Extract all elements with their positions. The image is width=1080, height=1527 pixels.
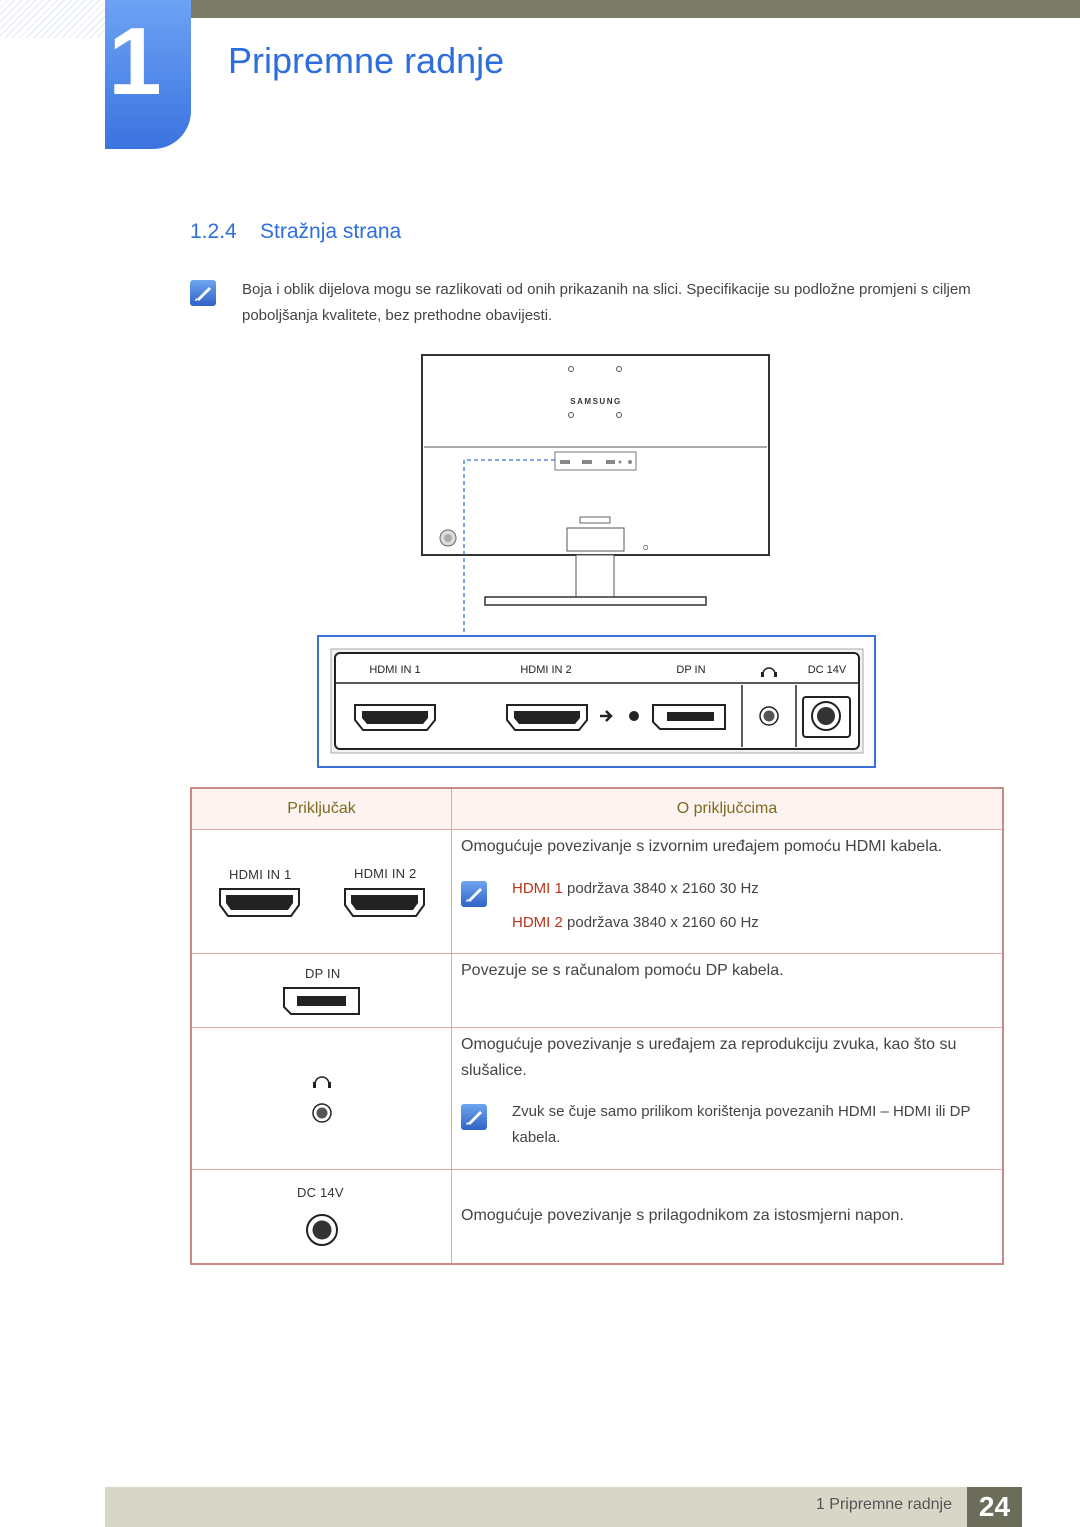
connector-cell: DC 14V xyxy=(190,1169,452,1264)
vesa-hole xyxy=(568,412,574,418)
dp-port-inner xyxy=(667,712,714,721)
footer-bar xyxy=(105,1487,967,1527)
section-title: Stražnja strana xyxy=(260,220,402,243)
headphone-port-icon xyxy=(312,1076,332,1123)
port-panel xyxy=(334,652,860,750)
footer-chapter-label: 1 Pripremne radnje xyxy=(815,1496,952,1513)
monitor-rear-figure: SAMSUNG O HDMI IN 1 HDMI IN 2 DP IN DC 1… xyxy=(317,354,876,768)
chapter-tab: 1 xyxy=(105,0,191,149)
connector-table: Priključak O priključcima HDMI IN 1 HDMI… xyxy=(190,787,1004,1265)
lock-symbol: O xyxy=(643,545,649,552)
headphone-jack-inner xyxy=(763,710,775,722)
chapter-title: Pripremne radnje xyxy=(228,40,505,81)
hdmi1-spec: podržava 3840 x 2160 30 Hz xyxy=(562,880,759,897)
vesa-hole xyxy=(616,366,622,372)
connector-cell: DP IN xyxy=(190,953,452,1028)
hdmi2-label: HDMI 2 xyxy=(512,914,563,931)
dp-description: Povezuje se s računalom pomoću DP kabela… xyxy=(461,962,784,979)
hdmi-port-1-inner xyxy=(362,711,428,724)
description-cell: Omogućuje povezivanje s izvornim uređaje… xyxy=(451,829,1004,954)
chapter-number: 1 xyxy=(108,8,162,115)
table-row: Omogućuje povezivanje s uređajem za repr… xyxy=(190,1027,1004,1170)
audio-description: Omogućuje povezivanje s uređajem za repr… xyxy=(461,1036,957,1079)
hdmi1-note: HDMI 1 podržava 3840 x 2160 30 Hz xyxy=(512,876,759,902)
corner-hatch-decoration xyxy=(0,0,105,38)
port-label-hdmi2: HDMI IN 2 xyxy=(354,866,417,881)
hdmi2-spec: podržava 3840 x 2160 60 Hz xyxy=(562,914,759,931)
hdmi-ports-icon xyxy=(219,888,425,917)
port-label-dp: DP IN xyxy=(305,966,341,981)
joystick-button-center xyxy=(444,534,452,542)
panel-label-dp: DP IN xyxy=(676,664,705,676)
panel-label-hdmi1: HDMI IN 1 xyxy=(369,664,420,676)
page-number: 24 xyxy=(967,1487,1022,1527)
dc-description: Omogućuje povezivanje s prilagodnikom za… xyxy=(461,1207,904,1224)
intro-note-text: Boja i oblik dijelova mogu se razlikovat… xyxy=(242,281,971,324)
table-header-description: O priključcima xyxy=(451,787,1004,830)
header-bar xyxy=(190,0,1080,18)
mini-port xyxy=(628,460,632,464)
note-icon xyxy=(190,280,216,306)
stand-neck xyxy=(575,554,615,598)
dc-port-inner xyxy=(817,707,835,725)
mini-port-panel xyxy=(554,451,637,471)
mini-port xyxy=(618,460,622,464)
hdmi-port-2-inner xyxy=(514,711,580,724)
mini-port xyxy=(582,460,592,464)
dp-port-icon xyxy=(283,987,360,1015)
dc-port-icon xyxy=(306,1214,338,1246)
hdmi1-label: HDMI 1 xyxy=(512,880,563,897)
table-row: DC 14V Omogućuje povezivanje s prilagodn… xyxy=(190,1169,1004,1264)
note-icon xyxy=(461,1104,487,1130)
connector-cell xyxy=(190,1027,452,1170)
stand-neck-top xyxy=(566,527,625,552)
vesa-hole xyxy=(568,366,574,372)
table-header-connector: Priključak xyxy=(190,787,452,830)
vesa-hole xyxy=(616,412,622,418)
description-cell: Omogućuje povezivanje s uređajem za repr… xyxy=(451,1027,1004,1170)
stand-base xyxy=(484,596,707,606)
mini-port xyxy=(560,460,570,464)
port-label-hdmi1: HDMI IN 1 xyxy=(229,867,292,882)
mini-port xyxy=(606,460,615,464)
connector-cell: HDMI IN 1 HDMI IN 2 xyxy=(190,829,452,954)
description-cell: Omogućuje povezivanje s prilagodnikom za… xyxy=(451,1169,1004,1264)
dp-arrow-icon xyxy=(600,710,613,722)
port-label-dc: DC 14V xyxy=(297,1185,344,1200)
hdmi-description: Omogućuje povezivanje s izvornim uređaje… xyxy=(461,838,943,855)
dp-dot-icon xyxy=(629,711,639,721)
section-number: 1.2.4 xyxy=(190,220,237,243)
table-row: DP IN Povezuje se s računalom pomoću DP … xyxy=(190,953,1004,1028)
description-cell: Povezuje se s računalom pomoću DP kabela… xyxy=(451,953,1004,1028)
panel-label-dc: DC 14V xyxy=(808,664,847,676)
headphone-icon-cup xyxy=(774,672,777,677)
table-row: HDMI IN 1 HDMI IN 2 Omogućuje povezivanj… xyxy=(190,829,1004,954)
note-icon xyxy=(461,881,487,907)
kensington-slot xyxy=(579,516,611,524)
callout-line xyxy=(463,459,555,635)
section-heading: 1.2.4 Stražnja strana xyxy=(190,220,401,244)
audio-note: Zvuk se čuje samo prilikom korištenja po… xyxy=(512,1103,971,1146)
panel-label-hdmi2: HDMI IN 2 xyxy=(520,664,571,676)
hdmi2-note: HDMI 2 podržava 3840 x 2160 60 Hz xyxy=(512,910,759,936)
brand-logo: SAMSUNG xyxy=(570,397,621,406)
headphone-icon-cup xyxy=(761,672,764,677)
